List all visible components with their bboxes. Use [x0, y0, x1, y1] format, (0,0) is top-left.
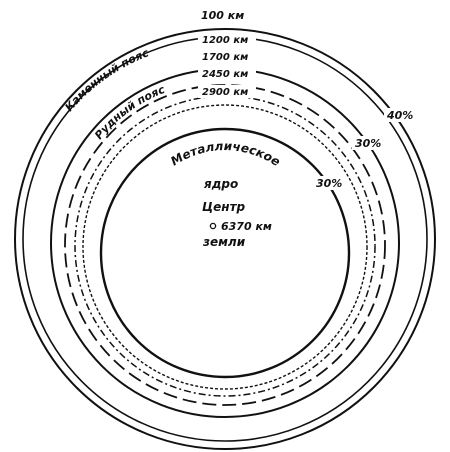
- center-label-line2: земли: [202, 235, 246, 249]
- depth-label-1200km: 1200 км: [202, 35, 248, 46]
- label-bg-1200km: [198, 33, 256, 46]
- depth-label-1700km: 1700 км: [202, 52, 248, 63]
- label-bg-30-inner: [313, 176, 341, 190]
- label-bg-100km: [196, 8, 254, 22]
- label-bg-2450km: [198, 67, 256, 80]
- center-depth-label: 6370 км: [221, 220, 272, 233]
- center-label-line1: Центр: [202, 200, 246, 214]
- core-label-line1: Металлическое: [168, 139, 283, 169]
- boundary-2900km-circle: [82, 104, 368, 390]
- crust-outer-circle: [14, 28, 436, 450]
- percent-30-inner: 30%: [316, 177, 342, 190]
- label-bg-30-outer: [352, 136, 380, 150]
- percent-40: 40%: [386, 109, 413, 122]
- depth-label-2450km: 2450 км: [202, 69, 248, 80]
- label-bg-2900km: [198, 85, 256, 98]
- label-bg-40: [384, 108, 414, 122]
- depth-label-2900km: 2900 км: [202, 87, 248, 98]
- center-point-marker: [209, 222, 217, 230]
- percent-30-outer: 30%: [355, 137, 381, 150]
- label-bg-1700km: [198, 50, 256, 63]
- metallic-core-circle: [99, 127, 351, 379]
- depth-label-100km: 100 км: [201, 9, 244, 22]
- core-label-line2: ядро: [203, 177, 238, 191]
